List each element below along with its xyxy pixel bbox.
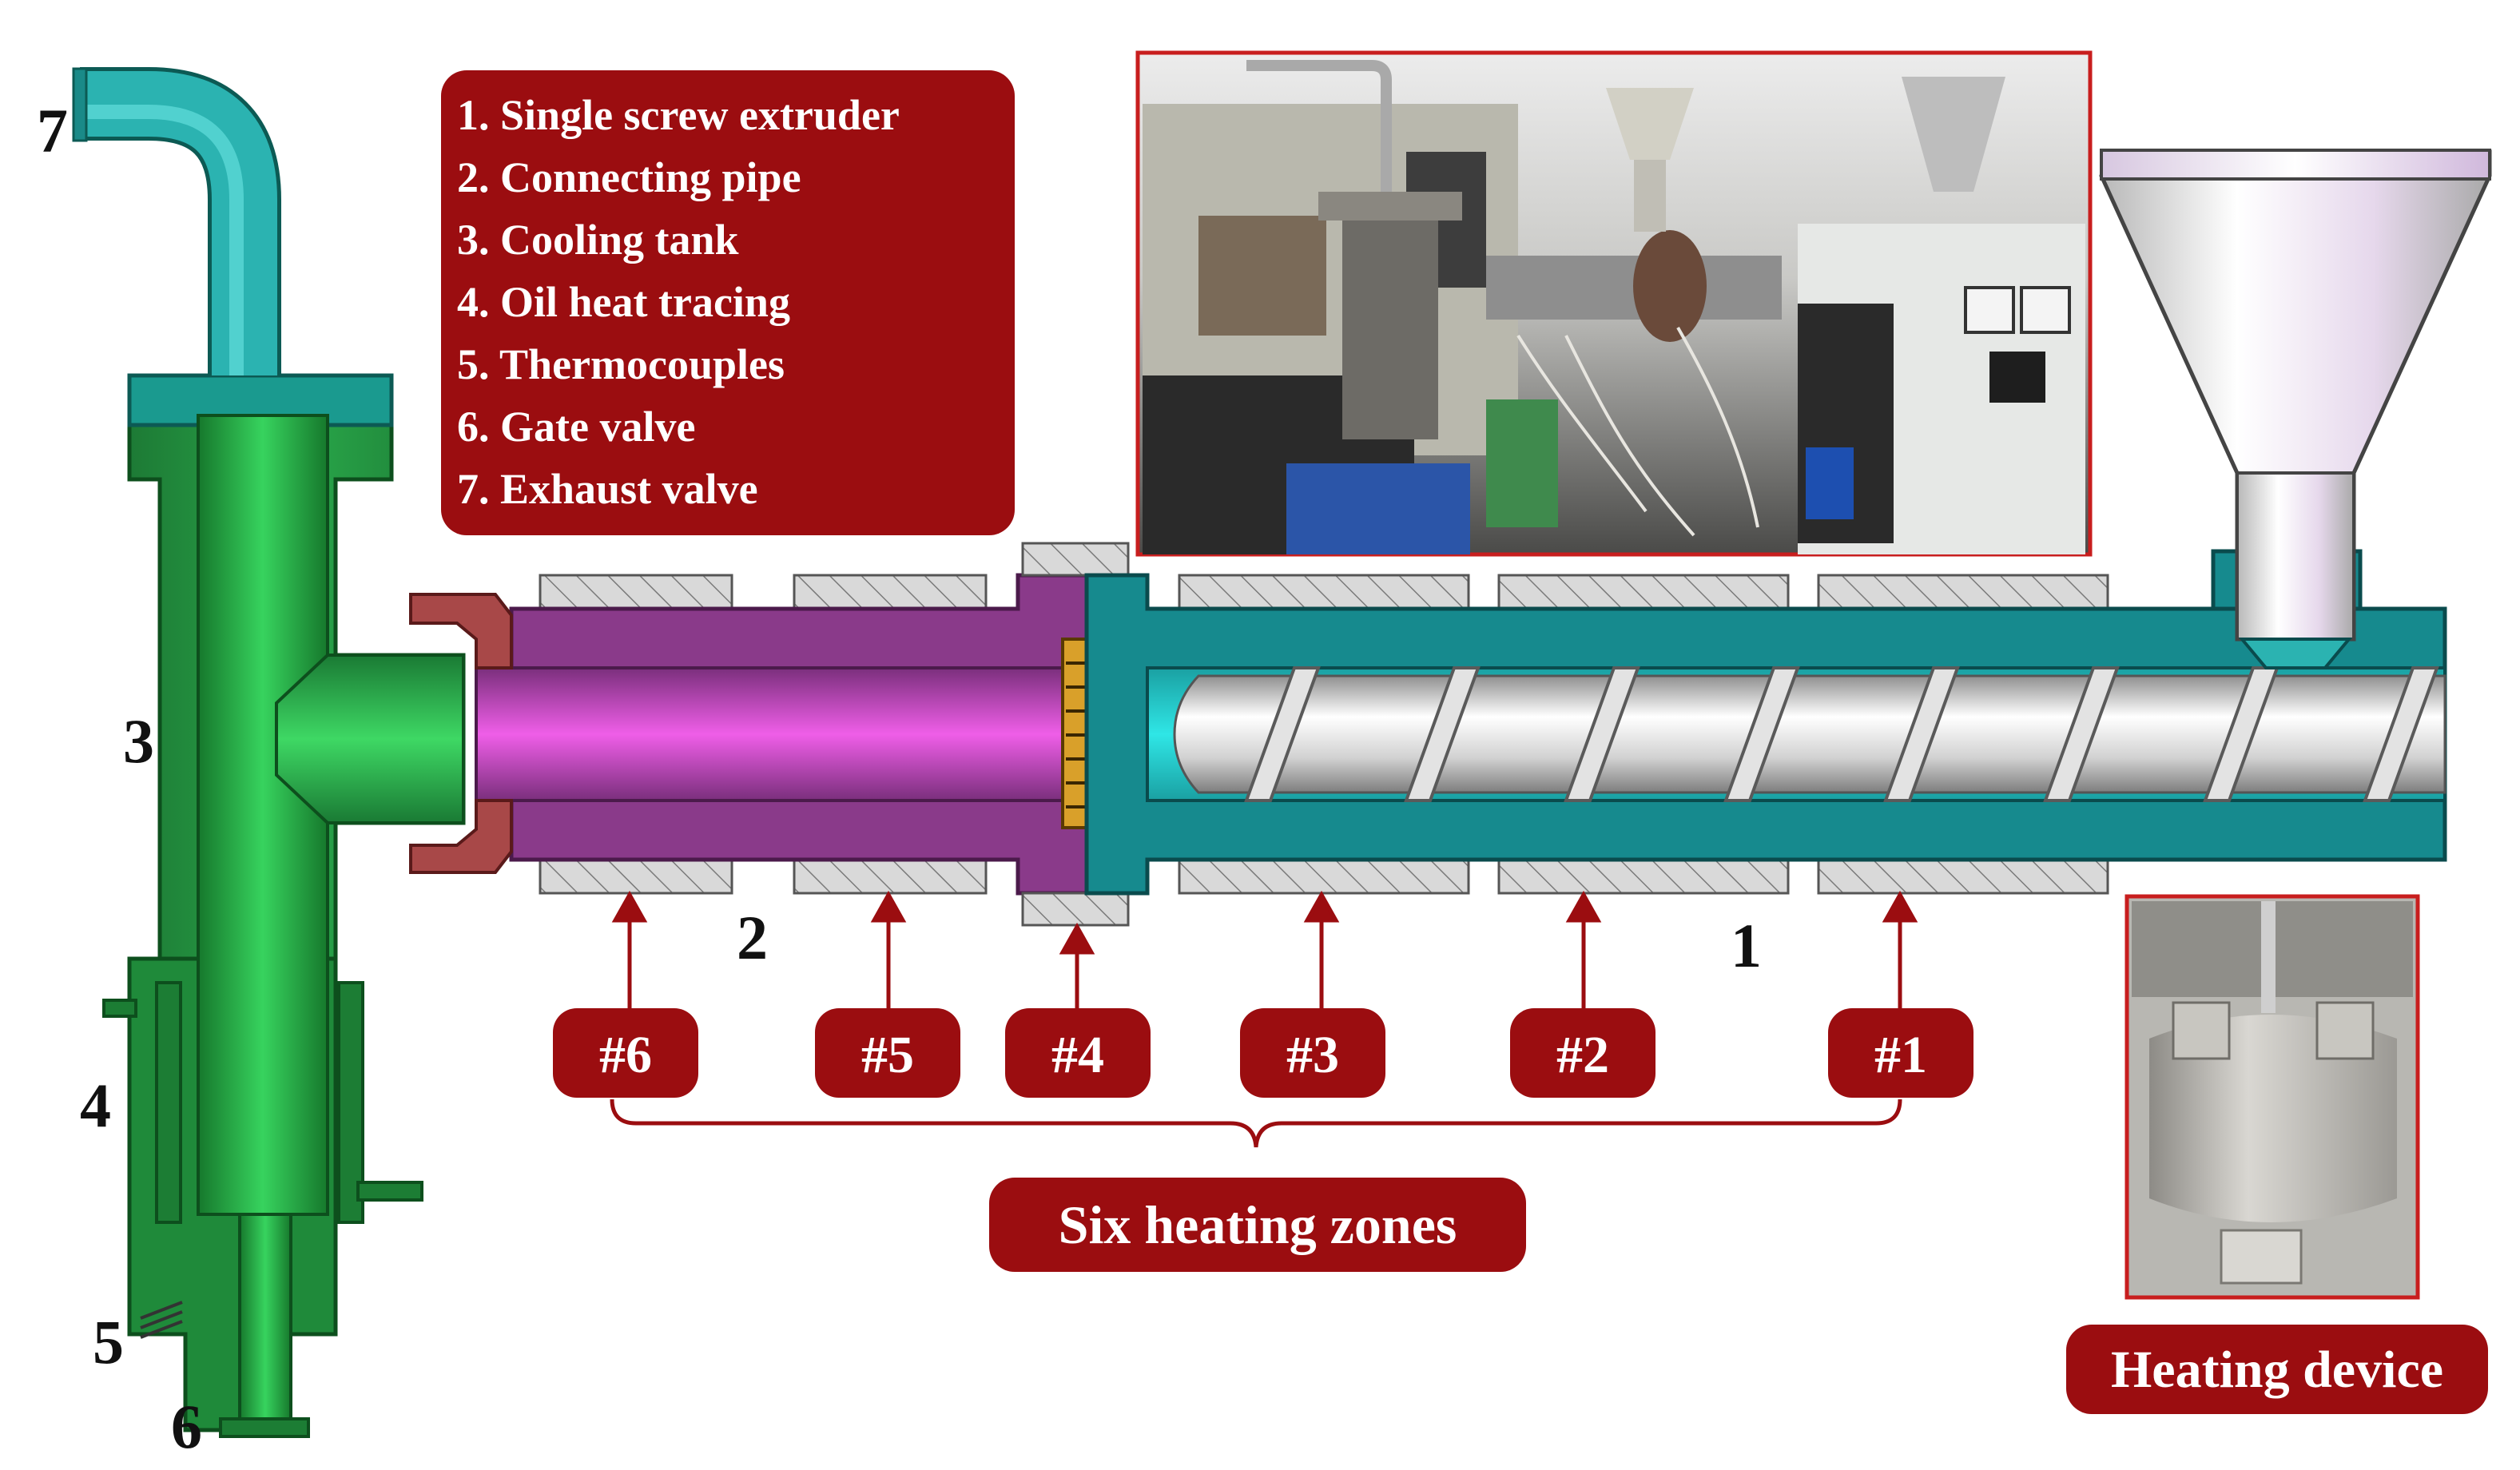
gate-valve [219, 1417, 310, 1438]
svg-text:#1: #1 [1874, 1026, 1927, 1084]
apparatus-photo [1135, 50, 2093, 557]
heater-band-5-top [793, 574, 988, 610]
legend-box: 1. Single screw extruder 2. Connecting p… [441, 70, 1015, 535]
legend-item-5: 5. Thermocouples [457, 340, 785, 388]
screw-shaft [1173, 674, 2446, 794]
part-number-7: 7 [37, 96, 68, 165]
six-heating-zones-label: Six heating zones [989, 1178, 1526, 1272]
heater-band-6-top [539, 574, 733, 610]
svg-text:#3: #3 [1286, 1026, 1339, 1084]
heater-band-3-bottom [1178, 858, 1470, 895]
legend-item-2: 2. Connecting pipe [457, 153, 801, 201]
legend-background [441, 70, 1015, 535]
heater-band-6-bottom [539, 858, 733, 895]
heater-band-4-top [1021, 542, 1130, 577]
legend-item-1: 1. Single screw extruder [457, 91, 900, 139]
legend-item-4: 4. Oil heat tracing [457, 278, 790, 326]
zone-label-4: #4 [1005, 1008, 1151, 1098]
connecting-pipe [409, 542, 1130, 927]
extruder-barrel [1084, 573, 2447, 896]
svg-text:#2: #2 [1556, 1026, 1609, 1084]
svg-text:#6: #6 [599, 1026, 652, 1084]
heater-band-3-top [1178, 574, 1470, 610]
zone-label-2: #2 [1510, 1008, 1655, 1098]
heater-band-2-top [1497, 574, 1790, 610]
heating-device-label: Heating device [2066, 1325, 2488, 1414]
legend-item-7: 7. Exhaust valve [457, 465, 758, 513]
zone-label-3: #3 [1240, 1008, 1385, 1098]
thermocouple-wires [140, 1301, 183, 1339]
part-number-5: 5 [93, 1307, 124, 1377]
heating-device-photo [2125, 894, 2420, 1300]
photo-blue-stand [1286, 463, 1470, 554]
cooling-tank [102, 373, 466, 1438]
part-number-6: 6 [171, 1392, 202, 1461]
flange-clamp-bottom [409, 799, 513, 874]
flange-clamp-top [409, 593, 513, 669]
heater-band-4-bottom [1021, 892, 1130, 927]
heater-band-shape [2149, 1015, 2397, 1222]
zone-label-5: #5 [815, 1008, 960, 1098]
part-number-4: 4 [80, 1071, 111, 1140]
heater-band-5-bottom [793, 858, 988, 895]
svg-text:#5: #5 [861, 1026, 914, 1084]
zone-arrows [611, 890, 1918, 1008]
legend-item-6: 6. Gate valve [457, 403, 695, 451]
six-heating-zones-caption: Six heating zones [1059, 1194, 1457, 1255]
part-number-2: 2 [737, 903, 768, 972]
hopper [2099, 149, 2492, 669]
svg-text:#4: #4 [1051, 1026, 1104, 1084]
heater-band-1-top [1817, 574, 2109, 610]
legend-item-3: 3. Cooling tank [457, 216, 739, 264]
part-number-1: 1 [1731, 911, 1762, 980]
exhaust-pipe [72, 67, 281, 375]
part-number-3: 3 [123, 706, 154, 776]
zone-label-6: #6 [553, 1008, 698, 1098]
heater-band-1-bottom [1817, 858, 2109, 895]
oil-heat-tracing-left [155, 981, 182, 1224]
screw-flights [1244, 666, 2439, 802]
heater-band-2-bottom [1497, 858, 1790, 895]
heating-zones-brace [610, 1099, 1902, 1148]
heating-device-caption: Heating device [2111, 1341, 2443, 1399]
photo-cooling-tank [1342, 208, 1438, 439]
zone-label-1: #1 [1828, 1008, 1973, 1098]
